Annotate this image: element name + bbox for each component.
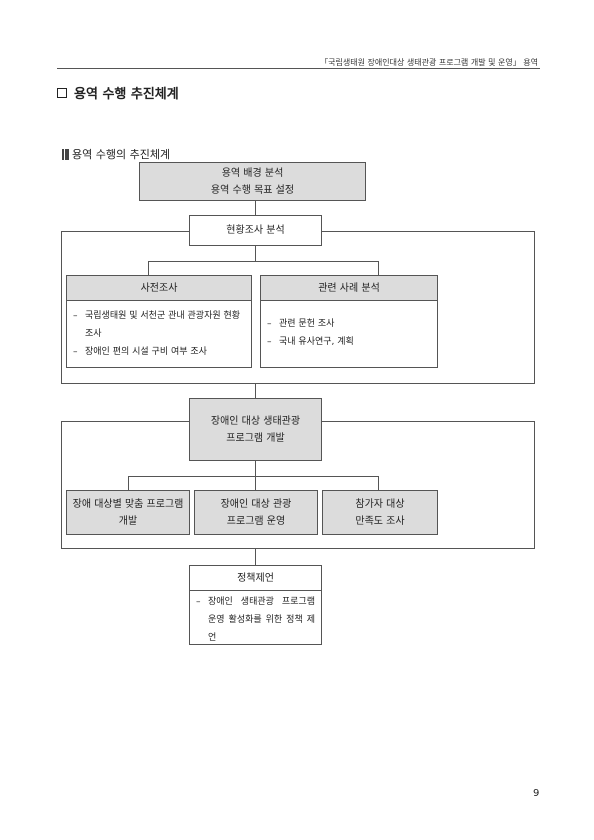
satisfaction-survey-line2: 만족도 조사 (355, 515, 405, 527)
program-operation-line1: 장애인 대상 관광 (220, 498, 292, 510)
case-analysis-box: 관련 사례 분석 (260, 275, 438, 301)
pre-survey-title: 사전조사 (140, 282, 178, 294)
custom-program-line1: 장애 대상별 맞춤 프로그램 (72, 498, 184, 510)
custom-program-box: 장애 대상별 맞춤 프로그램 개발 (66, 490, 190, 535)
connector-line (148, 261, 149, 275)
connector-line (148, 261, 379, 262)
program-development-box: 장애인 대상 생태관광 프로그램 개발 (189, 398, 322, 461)
case-analysis-details: 관련 문헌 조사 국내 유사연구, 계획 (260, 301, 438, 368)
list-item: 관련 문헌 조사 (267, 315, 431, 333)
section-title: 용역 수행 추진체계 (57, 83, 179, 102)
connector-line (128, 476, 129, 490)
list-item: 장애인 생태관광 프로그램 운영 활성화를 위한 정책 제언 (196, 593, 315, 647)
list-item: 장애인 편의 시설 구비 여부 조사 (73, 343, 245, 361)
section-title-text: 용역 수행 추진체계 (74, 87, 179, 102)
status-analysis-box: 현황조사 분석 (189, 215, 322, 246)
list-item: 국립생태원 및 서천군 관내 관광자원 현황조사 (73, 307, 245, 343)
connector-line (378, 476, 379, 490)
program-development-line2: 프로그램 개발 (226, 432, 285, 444)
subsection-title-text: 용역 수행의 추진체계 (72, 148, 171, 161)
custom-program-line2: 개발 (118, 515, 138, 527)
bullet-mark-icon (62, 148, 69, 160)
connector-line (255, 476, 256, 490)
policy-details: 장애인 생태관광 프로그램 운영 활성화를 위한 정책 제언 (189, 591, 322, 645)
connector-line (255, 201, 256, 215)
pre-survey-box: 사전조사 (66, 275, 252, 301)
header-rule (57, 68, 540, 69)
background-analysis-line2: 용역 수행 목표 설정 (210, 184, 295, 196)
status-analysis-label: 현황조사 분석 (226, 225, 285, 236)
policy-title: 정책제언 (237, 572, 274, 584)
program-development-line1: 장애인 대상 생태관광 (210, 415, 301, 427)
connector-line (128, 476, 379, 477)
satisfaction-survey-box: 참가자 대상 만족도 조사 (322, 490, 438, 535)
checkbox-icon (57, 87, 67, 98)
running-header: 「국립생태원 장애인대상 생태관광 프로그램 개발 및 운영」 용역 (320, 58, 538, 67)
program-operation-box: 장애인 대상 관광 프로그램 운영 (194, 490, 318, 535)
policy-box: 정책제언 (189, 565, 322, 591)
pre-survey-details: 국립생태원 및 서천군 관내 관광자원 현황조사 장애인 편의 시설 구비 여부… (66, 301, 252, 368)
subsection-title: 용역 수행의 추진체계 (62, 146, 170, 162)
connector-line (255, 461, 256, 476)
background-analysis-line1: 용역 배경 분석 (221, 167, 284, 179)
list-item: 국내 유사연구, 계획 (267, 333, 431, 351)
connector-line (255, 549, 256, 565)
satisfaction-survey-line1: 참가자 대상 (355, 498, 405, 510)
program-operation-line2: 프로그램 운영 (226, 515, 286, 527)
page-number: 9 (533, 788, 540, 799)
connector-line (255, 246, 256, 261)
case-analysis-title: 관련 사례 분석 (318, 282, 380, 294)
background-analysis-box: 용역 배경 분석 용역 수행 목표 설정 (139, 162, 366, 201)
connector-line (255, 384, 256, 398)
connector-line (378, 261, 379, 275)
